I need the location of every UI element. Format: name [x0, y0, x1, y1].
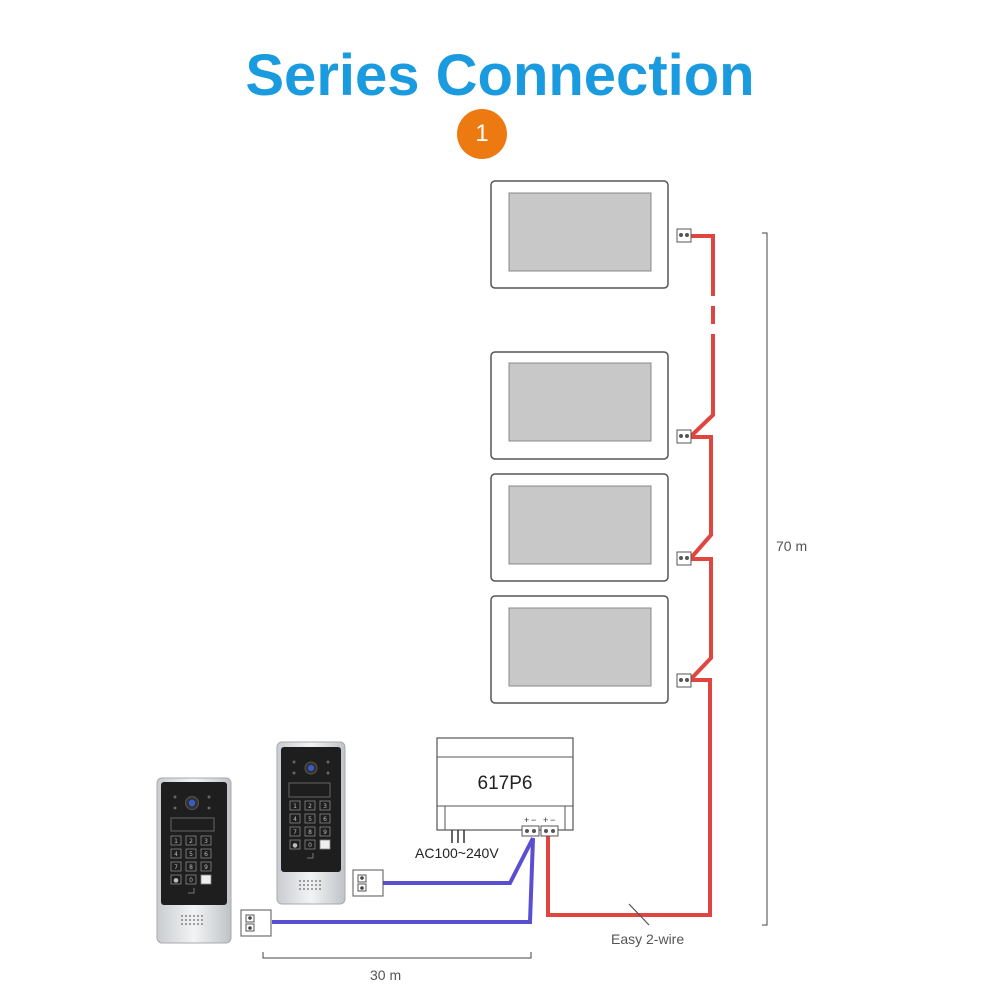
ac-input-label: AC100~240V	[415, 845, 499, 861]
svg-text:−: −	[531, 815, 536, 825]
monitor-3	[490, 473, 669, 582]
svg-text:7: 7	[174, 864, 178, 871]
svg-text:+: +	[524, 815, 529, 825]
power-supply-model: 617P6	[478, 773, 533, 794]
terminal-block-icon	[676, 228, 692, 688]
door-station-wire	[272, 837, 535, 924]
monitor-1	[490, 180, 669, 289]
svg-text:5: 5	[189, 851, 193, 858]
svg-text:2: 2	[189, 838, 193, 845]
terminal-block-icon	[240, 869, 384, 937]
horizontal-dimension-bracket	[262, 952, 532, 959]
power-supply-unit	[436, 737, 574, 831]
svg-text:0: 0	[308, 842, 312, 849]
vertical-dimension-bracket	[762, 232, 768, 926]
svg-text:4: 4	[174, 851, 178, 858]
monitor-4	[490, 595, 669, 704]
svg-text:1: 1	[174, 838, 178, 845]
svg-text:2: 2	[308, 803, 312, 810]
svg-text:●: ●	[292, 842, 297, 849]
distance-horizontal-label: 30 m	[370, 967, 401, 983]
svg-text:9: 9	[204, 864, 208, 871]
svg-text:4: 4	[293, 816, 297, 823]
door-station-2: 1 2 3 4 5 6 7 8 9 ● 0	[276, 741, 346, 905]
svg-text:●: ●	[173, 877, 178, 884]
svg-text:5: 5	[308, 816, 312, 823]
svg-text:3: 3	[204, 838, 208, 845]
door-station-1: 1 2 3 4 5 6 7 8 9 ● 0	[156, 777, 232, 944]
svg-text:6: 6	[323, 816, 327, 823]
svg-text:8: 8	[308, 829, 312, 836]
svg-text:7: 7	[293, 829, 297, 836]
power-supply-terminals: + − + −	[521, 815, 559, 837]
svg-text:3: 3	[323, 803, 327, 810]
page-title: Series Connection	[245, 43, 755, 108]
distance-vertical-label: 70 m	[776, 538, 807, 554]
svg-text:1: 1	[293, 803, 297, 810]
wire-type-label: Easy 2-wire	[611, 931, 684, 947]
svg-text:8: 8	[189, 864, 193, 871]
svg-text:6: 6	[204, 851, 208, 858]
step-badge: 1	[457, 109, 507, 159]
wire-callout-tick	[628, 903, 650, 926]
keypad	[289, 800, 331, 850]
ac-input-pins	[451, 830, 465, 843]
svg-text:+: +	[543, 815, 548, 825]
svg-text:0: 0	[189, 877, 193, 884]
monitor-bus-wire	[546, 234, 715, 917]
svg-text:9: 9	[323, 829, 327, 836]
monitor-2	[490, 351, 669, 460]
svg-text:−: −	[550, 815, 555, 825]
